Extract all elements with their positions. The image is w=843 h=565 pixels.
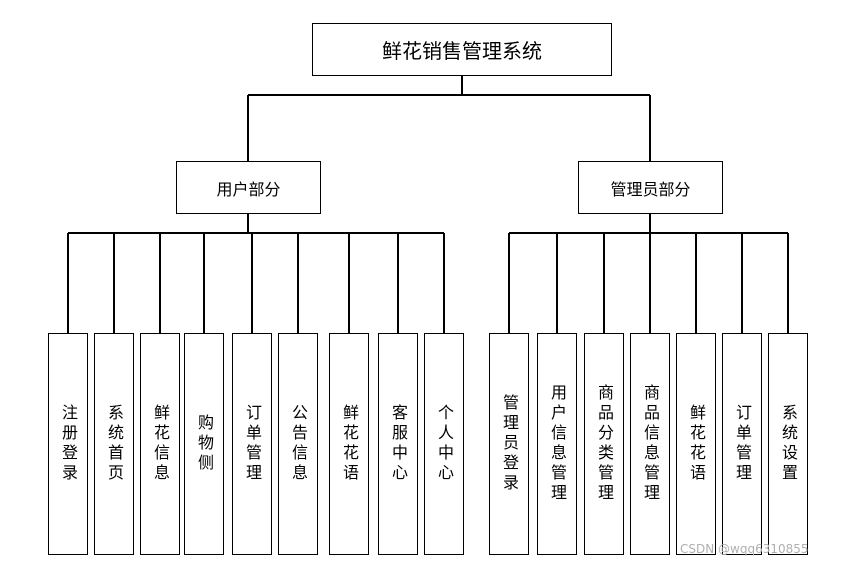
branch-label-user: 用户部分 [216,179,281,199]
leaf-label: 鲜花花语 [687,404,706,484]
leaf-node: 鲜花信息 [140,333,180,555]
leaf-node: 订单管理 [722,333,762,555]
leaf-label: 商品分类管理 [595,384,614,504]
leaf-label: 系统首页 [105,404,124,484]
leaf-label: 订单管理 [733,404,752,484]
branch-label-admin: 管理员部分 [610,179,691,199]
leaf-node: 订单管理 [232,333,272,555]
leaf-label: 商品信息管理 [641,384,660,504]
leaf-node: 购物侧 [184,333,224,555]
leaf-node: 客服中心 [378,333,418,555]
leaf-node: 商品信息管理 [630,333,670,555]
leaf-label: 系统设置 [779,404,798,484]
leaf-node: 个人中心 [424,333,464,555]
leaf-node: 注册登录 [48,333,88,555]
leaf-node: 商品分类管理 [584,333,624,555]
leaf-node: 系统设置 [768,333,808,555]
leaf-node: 公告信息 [278,333,318,555]
leaf-label: 个人中心 [435,404,454,484]
leaf-node: 系统首页 [94,333,134,555]
branch-node-admin: 管理员部分 [578,161,723,214]
leaf-label: 管理员登录 [500,394,519,494]
leaf-label: 公告信息 [289,404,308,484]
leaf-node: 用户信息管理 [537,333,577,555]
root-label: 鲜花销售管理系统 [382,39,542,63]
leaf-node: 管理员登录 [489,333,529,555]
leaf-label: 订单管理 [243,404,262,484]
leaf-label: 用户信息管理 [548,384,567,504]
leaf-label: 客服中心 [389,404,408,484]
leaf-label: 注册登录 [59,404,78,484]
leaf-label: 购物侧 [195,414,214,474]
leaf-label: 鲜花信息 [151,404,170,484]
watermark: CSDN @wqq6310855 [680,542,809,556]
branch-node-user: 用户部分 [176,161,321,214]
root-node: 鲜花销售管理系统 [312,23,612,76]
leaf-label: 鲜花花语 [340,404,359,484]
leaf-node: 鲜花花语 [676,333,716,555]
leaf-node: 鲜花花语 [329,333,369,555]
